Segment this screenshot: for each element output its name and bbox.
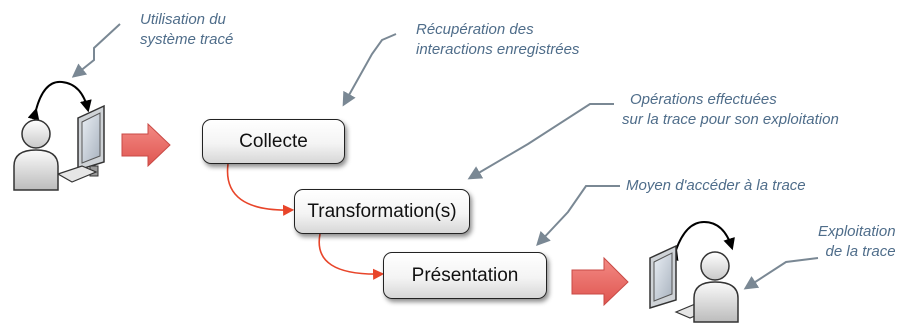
step-collecte-box: Collecte (202, 119, 345, 164)
flow-arrow-collecte-to-transformation (226, 163, 295, 216)
annotation-usage-line-1: Utilisation du (140, 11, 226, 28)
annotation-access-line-1: Moyen d'accéder à la trace (626, 177, 806, 194)
left-person-head-icon (21, 119, 51, 149)
annotation-usage: Utilisation du système tracé (140, 10, 233, 50)
annotation-operations-line-2: sur la trace pour son exploitation (622, 111, 839, 128)
annotation-operations: Opérations effectuées sur la trace pour … (622, 90, 839, 130)
right-user-computer-icon (649, 220, 739, 323)
right-big-arrow-icon (571, 256, 629, 307)
left-big-arrow-icon (121, 122, 171, 168)
right-person-head-icon (700, 251, 730, 281)
annotation-exploitation-line-2: de la trace (825, 243, 896, 260)
annotation-operations-line-1: Opérations effectuées (630, 91, 777, 108)
right-cycle-arrow-icon (667, 220, 735, 262)
annotation-collect-line-1: Récupération des (416, 21, 534, 38)
step-transformation-box: Transformation(s) (294, 189, 470, 234)
annotation-exploitation: Exploitation de la trace (818, 222, 896, 262)
annotation-access: Moyen d'accéder à la trace (626, 176, 806, 196)
left-keyboard-icon (56, 165, 98, 183)
annotation-usage-line-2: système tracé (140, 31, 234, 48)
flow-arrow-transformation-to-presentation (318, 233, 385, 280)
annotation-exploitation-line-1: Exploitation (818, 223, 896, 240)
pointer-arrow-access (536, 185, 620, 247)
annotation-collect: Récupération des interactions enregistré… (416, 20, 579, 60)
annotation-collect-line-2: interactions enregistrées (416, 41, 580, 58)
left-person-body-icon (13, 149, 59, 191)
step-presentation-box: Présentation (383, 252, 547, 299)
pointer-arrow-collect (342, 33, 397, 107)
left-user-computer-icon (13, 80, 105, 191)
pointer-arrow-exploitation (743, 257, 819, 290)
left-cycle-arrow-icon (27, 80, 92, 121)
pointer-arrow-operations (467, 103, 614, 180)
pointer-arrow-usage (71, 23, 121, 78)
right-person-body-icon (693, 281, 739, 323)
